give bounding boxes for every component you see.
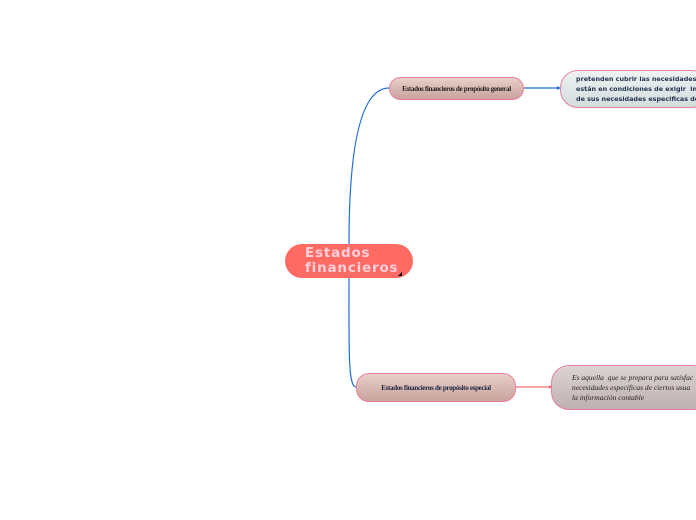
central-topic[interactable]: Estados financieros [285,244,413,278]
topic-general-label: Estados financieros de propósito general [402,84,511,93]
topic-especial-label: Estados financieros de propósito especia… [381,383,491,392]
central-topic-label: Estados financieros [305,245,399,276]
topic-especial[interactable]: Estados financieros de propósito especia… [356,373,516,402]
connector-central-to-general [348,87,390,245]
topic-general[interactable]: Estados financieros de propósito general [389,77,524,100]
leaf-general[interactable]: pretenden cubrir las necesidades de está… [560,70,696,108]
collapse-marker-icon[interactable] [398,272,402,276]
leaf-general-text: pretenden cubrir las necesidades de está… [576,75,696,103]
leaf-especial-text: Es aquella que se prepara para satisfac … [572,372,694,402]
leaf-especial[interactable]: Es aquella que se prepara para satisfac … [551,365,696,410]
connector-central-to-especial [348,277,357,388]
